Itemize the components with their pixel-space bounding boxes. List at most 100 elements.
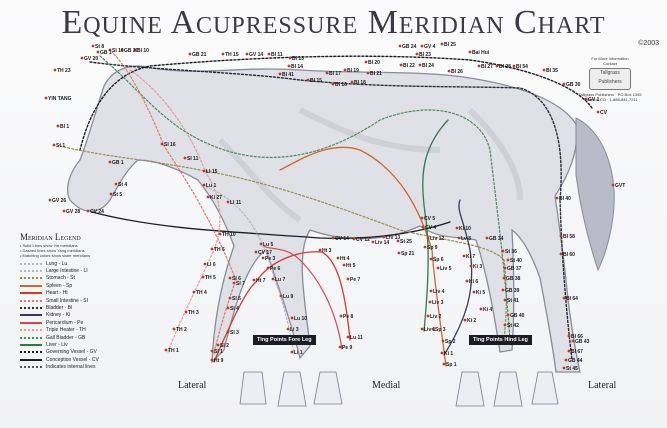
acupoint-label: SI 19 bbox=[112, 48, 124, 54]
acupoint-dot bbox=[222, 53, 225, 56]
acupoint-label: GB 1 bbox=[112, 160, 124, 166]
acupoint-dot bbox=[478, 65, 481, 68]
acupoint-dot bbox=[217, 344, 220, 347]
acupoint-dot bbox=[502, 250, 505, 253]
legend-label: Triple Heater - TH bbox=[46, 327, 86, 333]
acupoint-dot bbox=[563, 297, 566, 300]
acupoint-label: Liv 2 bbox=[430, 314, 442, 320]
acupoint-label: GB 39 bbox=[505, 288, 520, 294]
acupoint-label: BI 16 bbox=[335, 82, 347, 88]
acupoint-dot bbox=[319, 249, 322, 252]
acupoint-label: SI 11 bbox=[187, 156, 199, 162]
acupoint-label: BI 54 bbox=[516, 64, 528, 70]
acupoint-label: Lu 1 bbox=[206, 183, 216, 189]
acupoint-dot bbox=[456, 227, 459, 230]
acupoint-label: SI 3 bbox=[230, 330, 239, 336]
acupoint-label: Lu 9 bbox=[283, 294, 293, 300]
acupoint-dot bbox=[507, 314, 510, 317]
acupoint-label: BI 60 bbox=[563, 252, 575, 258]
acupoint-dot bbox=[211, 248, 214, 251]
acupoint-label: St 41 bbox=[507, 298, 519, 304]
acupoint-label: GV 28 bbox=[66, 209, 80, 215]
legend-item: Kidney - Ki bbox=[20, 312, 130, 319]
acupoint-label: St 36 bbox=[505, 249, 517, 255]
acupoint-dot bbox=[332, 83, 335, 86]
acupoint-dot bbox=[367, 72, 370, 75]
meridian-legend: Meridian Legend • Solid Lines show Yin m… bbox=[20, 232, 130, 371]
acupoint-label: Pe 6 bbox=[270, 266, 281, 272]
acupoint-label: Pe 3 bbox=[265, 256, 276, 262]
acupoint-dot bbox=[227, 201, 230, 204]
acupoint-dot bbox=[246, 53, 249, 56]
acupoint-label: St 42 bbox=[507, 323, 519, 329]
legend-item: Bladder - Bl bbox=[20, 304, 130, 311]
legend-item: Lung - Lu bbox=[20, 260, 130, 267]
acupoint-label: BI 24 bbox=[422, 63, 434, 69]
acupoint-dot bbox=[502, 289, 505, 292]
acupoint-label: Ki 1 bbox=[444, 351, 453, 357]
acupoint-label: GB 38 bbox=[506, 276, 521, 282]
acupoint-dot bbox=[337, 257, 340, 260]
acupoint-dot bbox=[572, 340, 575, 343]
acupoint-dot bbox=[203, 184, 206, 187]
fore-hoof-front bbox=[278, 372, 306, 406]
acupoint-label: TH 23 bbox=[57, 68, 71, 74]
acupoint-label: CV 12 bbox=[356, 237, 370, 243]
acupoint-dot bbox=[351, 81, 354, 84]
acupoint-label: GV 26 bbox=[52, 198, 66, 204]
legend-label: Kidney - Ki bbox=[46, 312, 70, 318]
acupoint-dot bbox=[45, 97, 48, 100]
acupoint-dot bbox=[340, 315, 343, 318]
hind-hoof-medial bbox=[532, 372, 558, 404]
acupoint-label: BI 41 bbox=[282, 72, 294, 78]
acupoint-dot bbox=[203, 170, 206, 173]
acupoint-label: GB 34 bbox=[489, 236, 504, 242]
acupoint-dot bbox=[289, 57, 292, 60]
acupoint-label: BI 25 bbox=[444, 42, 456, 48]
legend-swatch bbox=[20, 263, 42, 265]
acupoint-label: Bai Hui bbox=[472, 50, 490, 56]
acupoint-label: LI 15 bbox=[206, 169, 218, 175]
acupoint-dot bbox=[463, 255, 466, 258]
acupoint-dot bbox=[202, 276, 205, 279]
legend-label: Pericardium - Pe bbox=[46, 320, 83, 326]
acupoint-dot bbox=[400, 64, 403, 67]
acupoint-label: Ki 6 bbox=[469, 279, 478, 285]
acupoint-dot bbox=[443, 363, 446, 366]
acupoint-dot bbox=[486, 237, 489, 240]
acupoint-dot bbox=[326, 72, 329, 75]
acupoint-label: CV 5 bbox=[424, 216, 435, 222]
acupoint-dot bbox=[464, 319, 467, 322]
acupoint-dot bbox=[563, 367, 566, 370]
acupoint-dot bbox=[291, 317, 294, 320]
acupoint-label: SI 16 bbox=[164, 142, 176, 148]
acupoint-label: GVT bbox=[615, 183, 625, 189]
acupoint-dot bbox=[470, 265, 473, 268]
acupoint-dot bbox=[339, 346, 342, 349]
acupoint-label: GB 40 bbox=[510, 313, 525, 319]
acupoint-dot bbox=[365, 61, 368, 64]
acupoint-dot bbox=[353, 238, 356, 241]
acupoint-label: BI 13 bbox=[292, 56, 304, 62]
acupoint-dot bbox=[507, 259, 510, 262]
acupoint-label: LI 11 bbox=[230, 200, 241, 206]
acupoint-label: Pe 9 bbox=[342, 345, 353, 351]
acupoint-dot bbox=[57, 125, 60, 128]
acupoint-label: TH 3 bbox=[188, 310, 199, 316]
legend-item: Large Intestine - LI bbox=[20, 267, 130, 274]
acupoint-dot bbox=[279, 73, 282, 76]
acupoint-label: BI 58 bbox=[563, 234, 575, 240]
acupoint-dot bbox=[287, 328, 290, 331]
acupoint-dot bbox=[49, 199, 52, 202]
acupoint-dot bbox=[227, 331, 230, 334]
acupoint-label: SI 7 bbox=[236, 281, 245, 287]
acupoint-label: Lu 5 bbox=[263, 242, 273, 248]
acupoint-dot bbox=[260, 243, 263, 246]
acupoint-label: Liv 13 bbox=[386, 235, 400, 241]
legend-swatch bbox=[20, 329, 42, 331]
acupoint-dot bbox=[422, 226, 425, 229]
acupoint-label: Pe 8 bbox=[343, 314, 354, 320]
acupoint-label: Liv 12 bbox=[430, 236, 444, 242]
acupoint-dot bbox=[503, 277, 506, 280]
acupoint-label: TH 10 bbox=[222, 232, 236, 238]
